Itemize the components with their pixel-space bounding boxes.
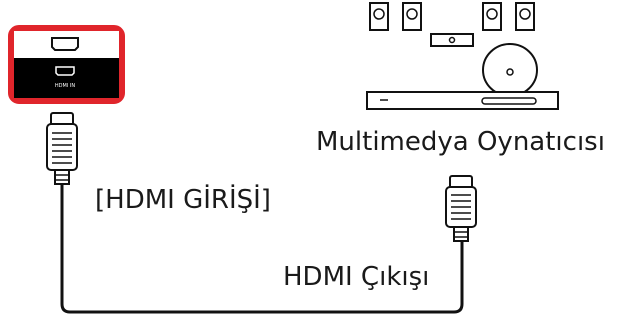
- speaker-icon: [369, 2, 535, 31]
- hdmi-cable-line: [60, 184, 464, 314]
- left-hdmi-cable-plug-icon: [46, 112, 78, 185]
- media-player-icon: [366, 91, 559, 110]
- right-hdmi-cable-plug-icon: [445, 175, 477, 242]
- hdmi-in-port-label: HDMI IN: [55, 83, 75, 89]
- hdmi-port-icon: [51, 37, 79, 51]
- subwoofer-icon: [482, 43, 538, 97]
- media-player-label: Multimedya Oynatıcısı: [316, 127, 605, 157]
- center-speaker-icon: [430, 33, 474, 47]
- display-hdmi-panel: HDMI IN: [8, 25, 125, 104]
- hdmi-in-port-icon: [55, 66, 75, 76]
- hdmi-output-label: HDMI Çıkışı: [283, 262, 430, 292]
- hdmi-input-label: [HDMI GİRİŞİ]: [95, 185, 271, 215]
